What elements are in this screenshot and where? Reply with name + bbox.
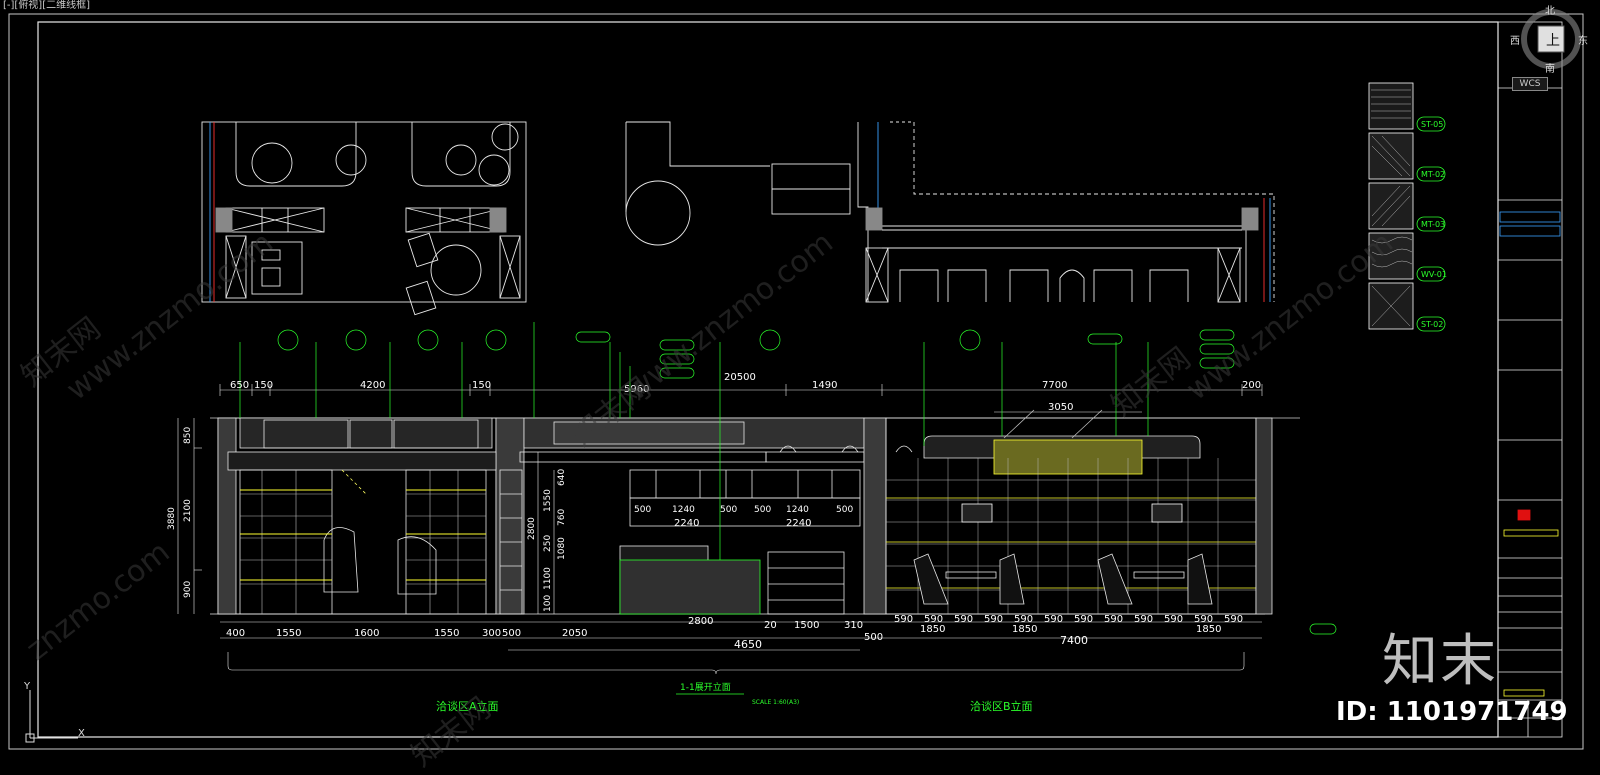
dim-top-4: 150 [472, 380, 491, 391]
dim-590-1: 590 [894, 614, 913, 625]
dim-top-2: 150 [254, 380, 273, 391]
dim-left-b: 2100 [183, 499, 193, 522]
dim-bottom-12: 500 [864, 632, 883, 643]
dim-mid-v-4: 250 [543, 535, 553, 552]
dim-bottom-3: 1600 [354, 628, 379, 639]
material-tag-1: ST-05 [1421, 120, 1443, 129]
dim-590-6: 590 [1044, 614, 1063, 625]
dimension-text: 650 150 4200 150 5960 20500 1490 7700 20… [167, 372, 1261, 651]
dim-bottom-10: 1500 [794, 620, 819, 631]
dim-590-2: 590 [924, 614, 943, 625]
dim-bottom-5: 300 [482, 628, 501, 639]
dimension-lines [177, 384, 1263, 675]
dim-row-sum-2: 2240 [786, 518, 811, 529]
viewcube-top-label: 上 [1546, 33, 1560, 49]
material-tag-3: MT-03 [1421, 220, 1445, 229]
watermark-id: ID: 1101971749 [1336, 697, 1568, 727]
dim-bottom-4: 1550 [434, 628, 459, 639]
sheet-outer-border [8, 13, 1584, 750]
ucs-y-label: Y [23, 681, 31, 692]
dim-bottom-2: 1550 [276, 628, 301, 639]
dim-top-3: 4200 [360, 380, 385, 391]
dim-bottom-8: 2800 [688, 616, 713, 627]
dim-row-a-4: 500 [754, 505, 771, 515]
zone-a-label: 洽谈区A立面 [436, 699, 499, 713]
material-legend: ST-05 MT-02 MT-03 WV-01 ST-02 [1368, 82, 1447, 332]
dim-590-5: 590 [1014, 614, 1033, 625]
dim-590-8: 590 [1104, 614, 1123, 625]
dim-bottom-6: 500 [502, 628, 521, 639]
dim-590-12: 590 [1224, 614, 1243, 625]
elevation-scale: SCALE 1:60(A3) [752, 699, 799, 706]
dim-mid-v-7: 100 [543, 595, 553, 612]
dim-mid-v-6: 1100 [543, 567, 553, 590]
dim-1850-3: 1850 [1196, 624, 1221, 635]
zone-titles: 洽谈区A立面 洽谈区B立面 1-1展开立面 SCALE 1:60(A3) [436, 681, 1033, 713]
dim-7400: 7400 [1060, 634, 1088, 647]
dim-mid-v-8: 1080 [557, 537, 567, 560]
viewcube-south[interactable]: 南 [1545, 62, 1555, 75]
dim-top-7: 1490 [812, 380, 837, 391]
dim-top-5: 5960 [624, 384, 649, 395]
title-block [1497, 21, 1563, 738]
dim-top-8: 7700 [1042, 380, 1067, 391]
plan-view [201, 121, 1275, 316]
dim-590-10: 590 [1164, 614, 1183, 625]
dim-590-11: 590 [1194, 614, 1213, 625]
wcs-menu-button[interactable]: WCS [1512, 77, 1548, 91]
dim-mid-v-5: 760 [557, 509, 567, 526]
elevation-title: 1-1展开立面 [680, 681, 731, 693]
dim-590-9: 590 [1134, 614, 1153, 625]
dim-left-total: 3880 [167, 507, 177, 530]
dim-bottom-7: 2050 [562, 628, 587, 639]
dim-row-sum-1: 2240 [674, 518, 699, 529]
ucs-x-label: X [78, 728, 85, 739]
dim-top-1: 650 [230, 380, 249, 391]
dim-top-9: 200 [1242, 380, 1261, 391]
dim-590-3: 590 [954, 614, 973, 625]
ucs-icon: Y X [23, 681, 85, 743]
zone-b-label: 洽谈区B立面 [970, 699, 1033, 713]
dim-590-4: 590 [984, 614, 1003, 625]
material-tag-4: WV-01 [1421, 270, 1447, 279]
viewcube-north[interactable]: 北 [1545, 5, 1555, 17]
callouts [239, 322, 1337, 635]
watermark-brand-logo: 知末 [1382, 629, 1498, 694]
viewport-controls-label[interactable]: [-][俯视][二维线框] [3, 0, 91, 11]
viewcube-top-face[interactable] [1537, 25, 1565, 53]
dim-mid-v-1: 2800 [527, 517, 537, 540]
dim-bottom-11: 310 [844, 620, 863, 631]
material-tag-2: MT-02 [1421, 170, 1445, 179]
dim-3050: 3050 [1048, 402, 1073, 413]
viewcube-east[interactable]: 东 [1578, 34, 1588, 47]
dim-bottom-total: 4650 [734, 638, 762, 651]
dim-row-a-1: 500 [634, 505, 651, 515]
dim-left-a: 850 [183, 427, 193, 444]
dim-mid-v-3: 640 [557, 469, 567, 486]
dim-bottom-9: 20 [764, 620, 777, 631]
dim-mid-v-2: 1550 [543, 489, 553, 512]
dim-row-a-5: 1240 [786, 505, 809, 515]
material-tag-5: ST-02 [1421, 320, 1443, 329]
dim-1850-2: 1850 [1012, 624, 1037, 635]
dim-bottom-1: 400 [226, 628, 245, 639]
viewcube[interactable]: 上 北 南 东 西 [1508, 4, 1594, 90]
dim-top-6: 20500 [724, 372, 756, 383]
dim-590-7: 590 [1074, 614, 1093, 625]
dim-left-c: 900 [183, 581, 193, 598]
viewcube-west[interactable]: 西 [1510, 36, 1520, 47]
dim-row-a-2: 1240 [672, 505, 695, 515]
elevation-view [210, 409, 1300, 615]
dim-1850-1: 1850 [920, 624, 945, 635]
dim-row-a-3: 500 [720, 505, 737, 515]
dim-row-a-6: 500 [836, 505, 853, 515]
